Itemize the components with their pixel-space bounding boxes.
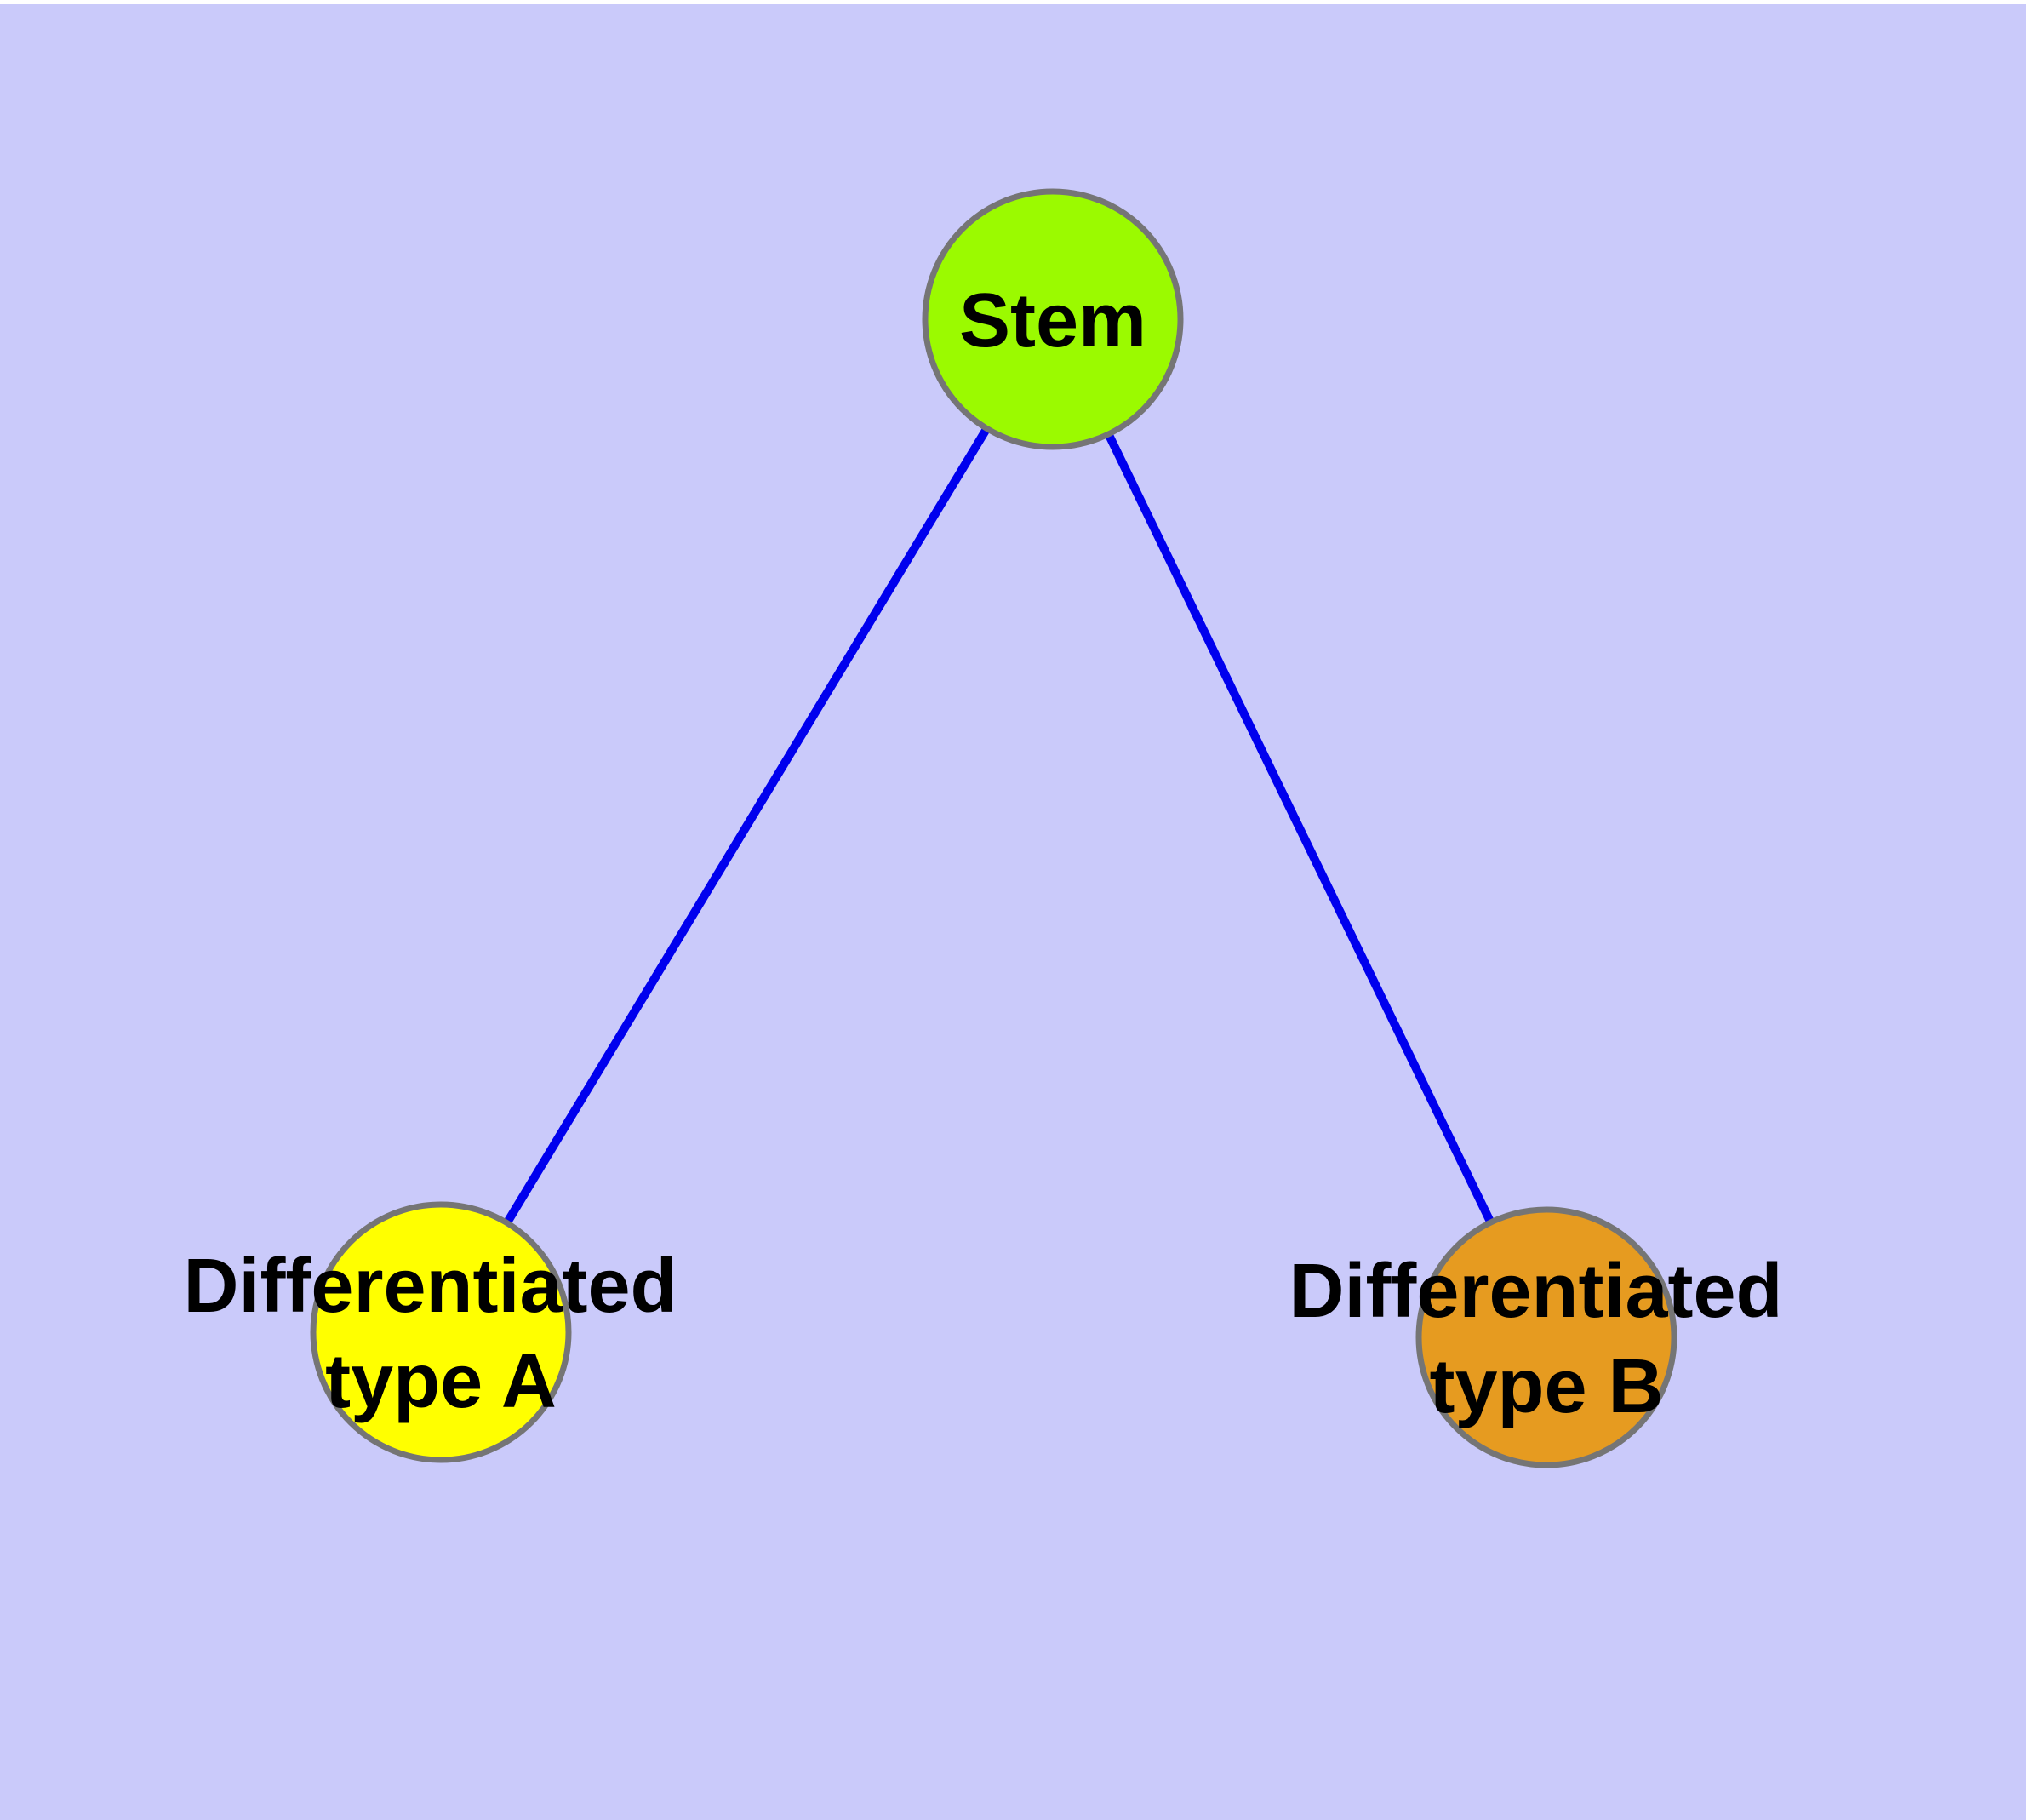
edges [437,317,1551,1340]
node-differentiated-type-a [310,1201,572,1463]
node-stem-label: Stem [959,278,1146,363]
edge-stem-to-type-b [1049,317,1551,1340]
node-differentiated-type-b [1415,1206,1677,1468]
node-stem-label-line: Stem [959,278,1146,363]
node-stem [922,188,1184,450]
node-type-a-label-line-1: Differentiated [183,1244,677,1329]
node-type-a-label: Differentiated type A [183,1244,698,1424]
node-labels: Stem Differentiated type A Differentiate… [183,278,1803,1429]
nodes [310,188,1677,1468]
node-type-b-label-line-1: Differentiated [1289,1249,1782,1334]
node-type-b-label: Differentiated type B [1289,1249,1803,1429]
node-type-a-label-line-2: type A [325,1339,557,1424]
edge-stem-to-type-a [437,317,1057,1335]
node-type-b-label-line-2: type B [1429,1344,1663,1429]
